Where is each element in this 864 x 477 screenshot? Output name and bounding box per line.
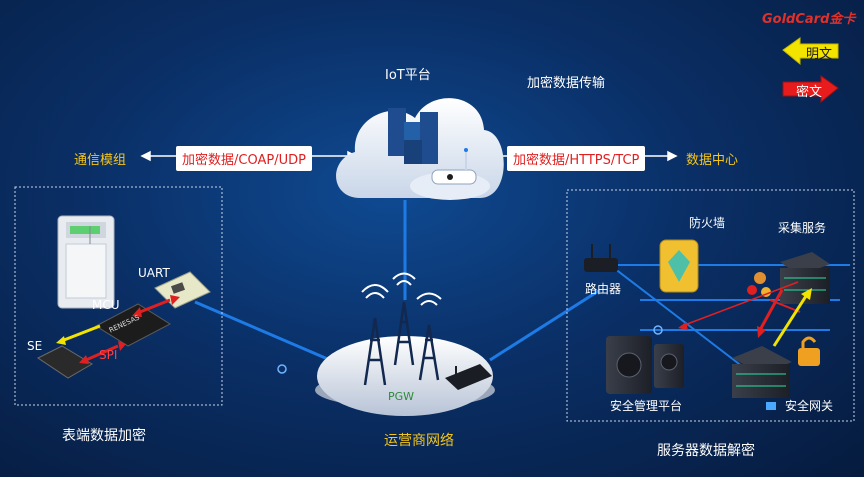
legend-ciphertext-label: 密文 — [796, 85, 823, 100]
brand-logo: GoldCard金卡 — [762, 12, 856, 27]
mcu-chip-image — [94, 303, 172, 347]
firewall-image — [659, 239, 699, 293]
meter-caption: 表端数据加密 — [62, 428, 146, 444]
se-chip-image — [37, 345, 93, 379]
network-caption: 运营商网络 — [384, 433, 454, 449]
security-gateway-server-image — [732, 346, 792, 398]
legend-plaintext-label: 明文 — [806, 47, 833, 62]
network-to-router-link — [489, 288, 601, 362]
gas-meter-image — [57, 215, 115, 309]
mcu-label: MCU — [92, 298, 120, 312]
iot-platform-cloud — [336, 98, 504, 200]
pgw-label: PGW — [388, 390, 415, 403]
security-mgmt-server-image — [606, 336, 684, 394]
wifi-signal-icons — [361, 272, 442, 306]
mgmt-platform-label: 安全管理平台 — [610, 399, 683, 413]
link-gear-icons — [277, 325, 663, 374]
network-links — [194, 200, 850, 381]
encrypted-transmission-label: 加密数据传输 — [527, 76, 606, 91]
legend-ciphertext-arrow — [782, 75, 839, 104]
data-center-label: 数据中心 — [686, 153, 739, 168]
uart-label: UART — [138, 266, 170, 280]
collect-service-label: 采集服务 — [778, 221, 827, 235]
router-image — [584, 244, 618, 272]
server-region-box — [566, 189, 855, 422]
pgw-gateway-image — [445, 364, 492, 390]
gear-icons — [747, 272, 771, 297]
legend-plaintext-arrow — [782, 37, 839, 66]
meter-to-network-link — [194, 300, 331, 362]
https-tcp-label: 加密数据/HTTPS/TCP — [507, 146, 646, 171]
coap-udp-label: 加密数据/COAP/UDP — [176, 146, 312, 171]
iot-platform-label: IoT平台 — [385, 68, 431, 83]
spi-label: SPI — [99, 348, 118, 362]
firewall-label: 防火墙 — [689, 216, 726, 230]
server-arrows — [678, 281, 812, 347]
comm-module-label: 通信模组 — [74, 153, 127, 168]
router-label: 路由器 — [585, 282, 622, 296]
meter-arrows — [56, 295, 180, 364]
meter-region-box — [14, 186, 223, 406]
se-label: SE — [27, 339, 43, 353]
security-gateway-label: 安全网关 — [785, 399, 834, 413]
lock-icons — [766, 336, 820, 410]
server-caption: 服务器数据解密 — [657, 443, 755, 459]
cell-tower-icons — [363, 301, 440, 386]
